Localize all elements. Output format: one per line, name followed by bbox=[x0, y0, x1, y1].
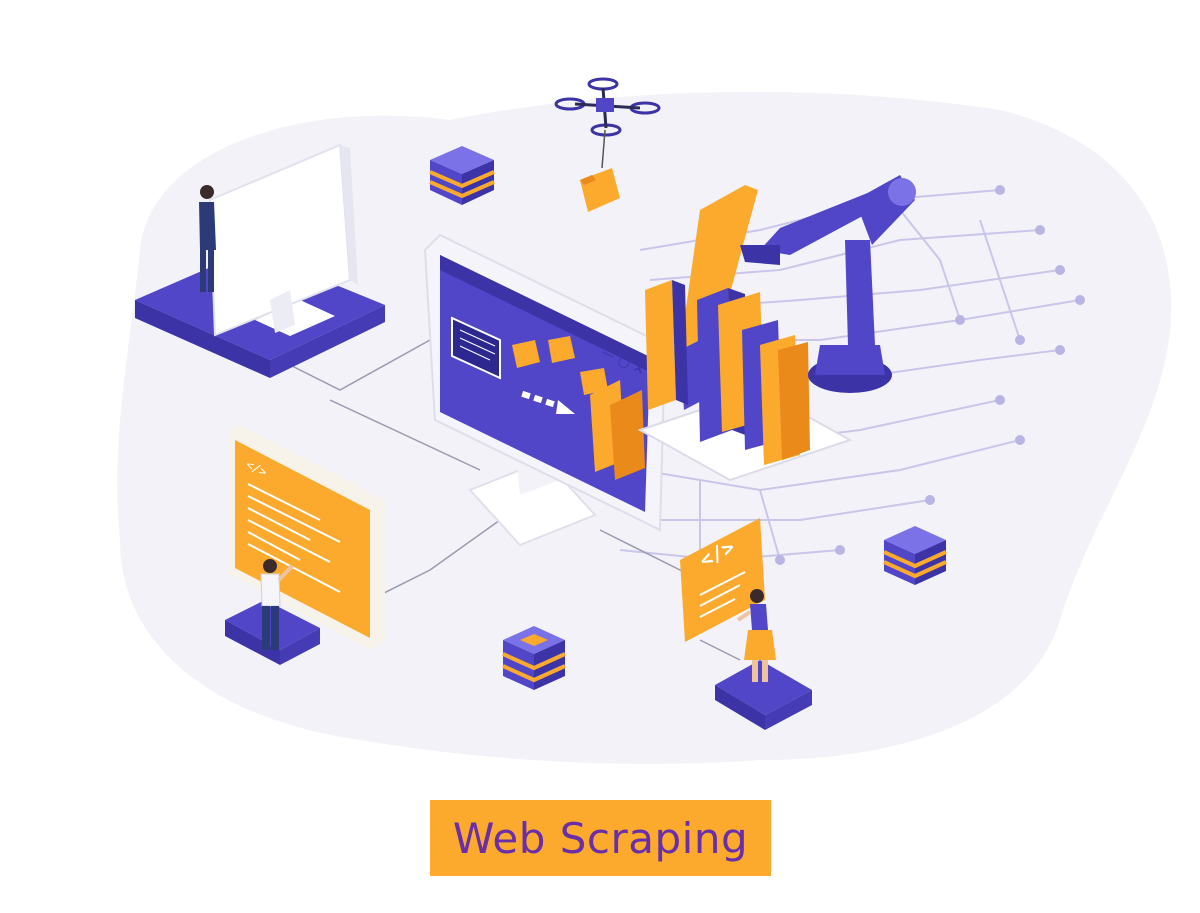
arrow-right-icon bbox=[521, 390, 575, 414]
cube-stack-icon bbox=[429, 146, 495, 205]
drone-icon bbox=[554, 77, 661, 169]
folder-icon bbox=[580, 168, 620, 212]
server-rack-icon bbox=[637, 185, 853, 482]
page-title: Web Scraping bbox=[452, 813, 749, 863]
connection-lines bbox=[279, 339, 741, 661]
code-panel-icon: </> bbox=[680, 518, 812, 730]
cube-stack-icon bbox=[502, 626, 566, 690]
left-workstation bbox=[135, 143, 385, 378]
center-monitor: — ○ ✕ bbox=[423, 233, 667, 547]
person-icon bbox=[736, 589, 776, 682]
robot-arm-icon bbox=[740, 175, 916, 393]
cube-stack-icon bbox=[883, 526, 947, 585]
person-icon bbox=[199, 185, 216, 292]
person-icon bbox=[260, 559, 294, 650]
title-banner: Web Scraping bbox=[430, 800, 771, 876]
